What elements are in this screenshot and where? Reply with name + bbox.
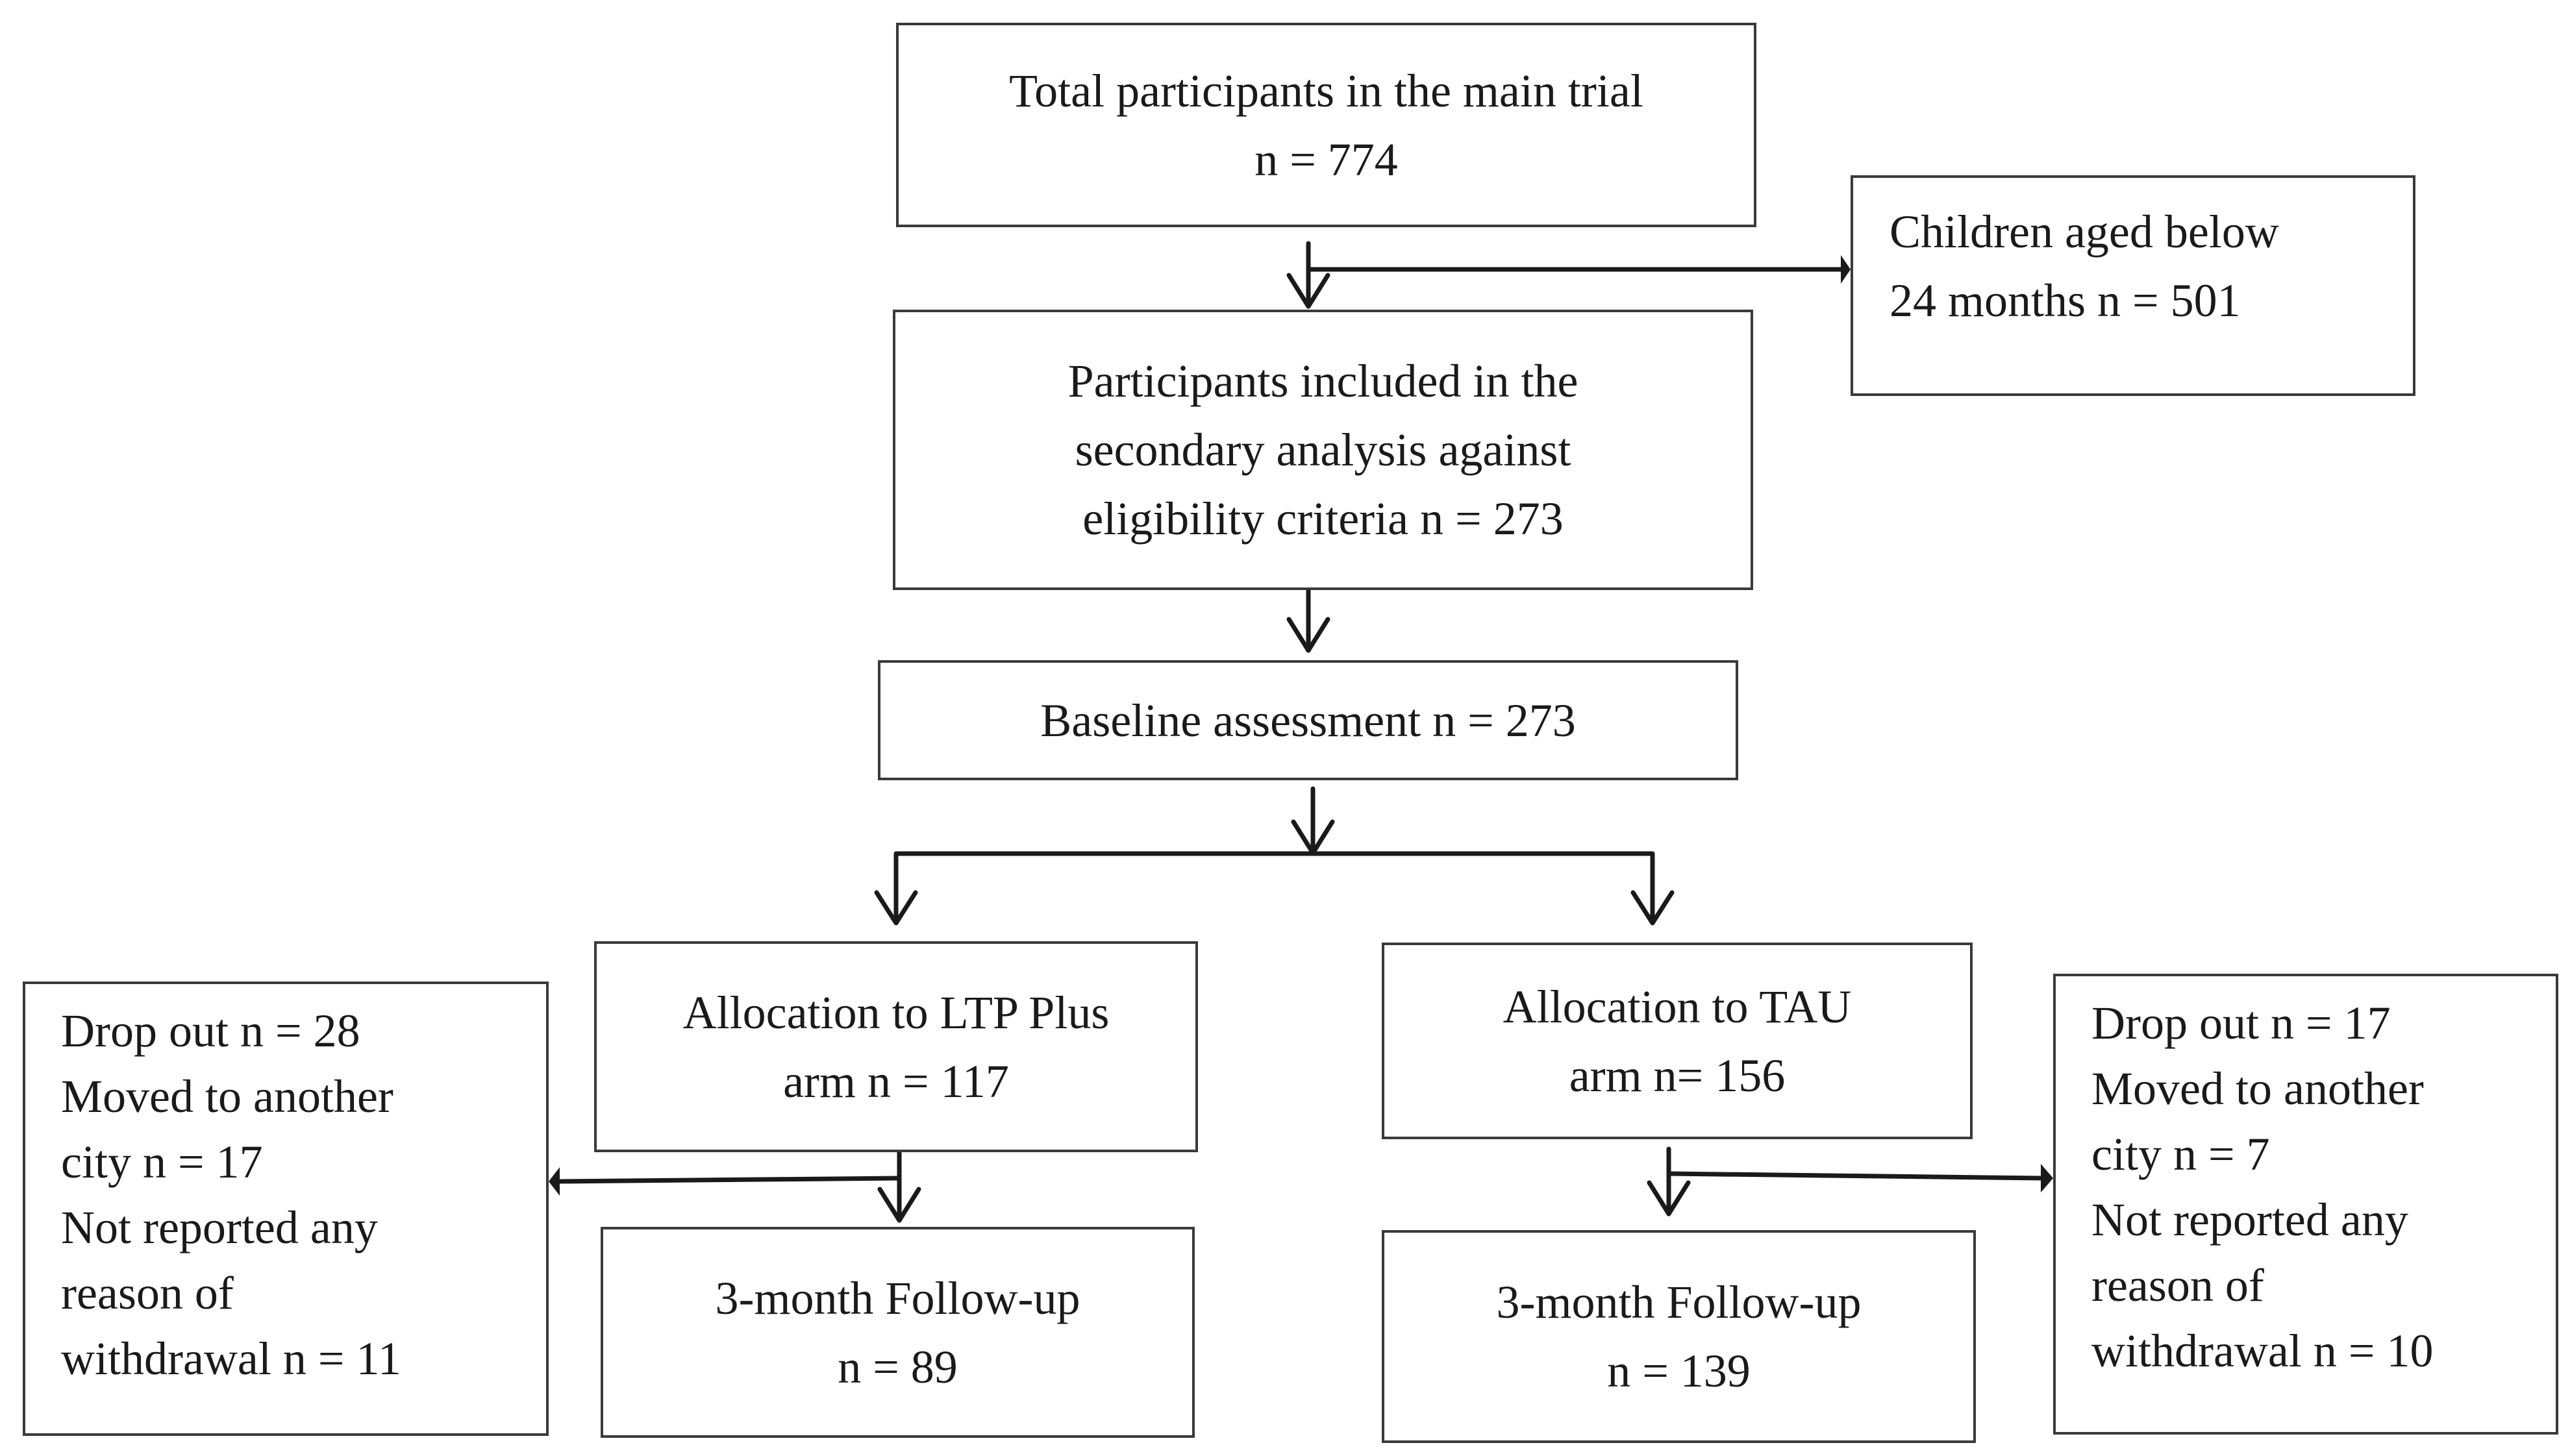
total-participants-line-1: Total participants in the main trial <box>1009 64 1643 117</box>
arrowhead-tau <box>1630 890 1675 926</box>
arrowhead-tau-dropout <box>2041 1164 2053 1192</box>
tau-dropout-line-6: withdrawal n = 10 <box>2091 1325 2434 1377</box>
tau-dropout-line-1: Drop out n = 17 <box>2091 997 2391 1049</box>
included-participants-line-3: eligibility criteria n = 273 <box>1082 493 1564 545</box>
included-participants-box: Participants included in the secondary a… <box>893 310 1753 590</box>
excluded-children-line-2: 24 months n = 501 <box>1890 275 2241 327</box>
tau-allocation-line-1: Allocation to TAU <box>1503 980 1852 1033</box>
ltp-plus-dropout-line-1: Drop out n = 28 <box>61 1005 360 1057</box>
arrowhead-ltp <box>874 890 918 926</box>
ltp-plus-dropout-line-5: reason of <box>61 1267 234 1319</box>
connector-split-horizontal <box>893 851 1655 921</box>
included-participants-line-1: Participants included in the <box>1067 355 1578 407</box>
ltp-plus-dropout-line-2: Moved to another <box>61 1070 393 1122</box>
ltp-plus-allocation-line-1: Allocation to LTP Plus <box>682 986 1110 1039</box>
baseline-assessment-line-1: Baseline assessment n = 273 <box>1040 694 1576 747</box>
arrowhead-ltp-followup <box>877 1187 921 1223</box>
tau-allocation-line-2: arm n= 156 <box>1569 1049 1786 1102</box>
total-participants-box: Total participants in the main trial n =… <box>896 23 1756 227</box>
total-participants-line-2: n = 774 <box>1254 133 1398 186</box>
ltp-plus-allocation-box: Allocation to LTP Plus arm n = 117 <box>594 941 1198 1152</box>
connector-to-ltp-dropout <box>556 1176 902 1184</box>
tau-allocation-box: Allocation to TAU arm n= 156 <box>1382 943 1973 1139</box>
ltp-plus-allocation-line-2: arm n = 117 <box>783 1055 1009 1107</box>
arrowhead-excluded <box>1841 255 1851 284</box>
arrowhead-ltp-dropout <box>549 1167 560 1196</box>
ltp-plus-dropout-line-6: withdrawal n = 11 <box>61 1333 401 1385</box>
tau-followup-box: 3-month Follow-up n = 139 <box>1382 1230 1976 1443</box>
ltp-plus-followup-box: 3-month Follow-up n = 89 <box>601 1227 1195 1438</box>
connector-to-tau-dropout <box>1666 1171 2045 1181</box>
excluded-children-box: Children aged below 24 months n = 501 <box>1851 175 2415 396</box>
arrowhead-included <box>1286 273 1330 309</box>
ltp-plus-dropout-line-3: city n = 17 <box>61 1136 263 1188</box>
arrowhead-baseline <box>1286 617 1330 653</box>
baseline-assessment-box: Baseline assessment n = 273 <box>878 660 1738 780</box>
tau-dropout-box: Drop out n = 17 Moved to another city n … <box>2053 974 2558 1435</box>
tau-followup-line-1: 3-month Follow-up <box>1496 1276 1862 1328</box>
included-participants-line-2: secondary analysis against <box>1075 424 1571 476</box>
tau-dropout-line-2: Moved to another <box>2091 1063 2424 1115</box>
arrowhead-tau-followup <box>1647 1180 1691 1216</box>
ltp-plus-followup-line-2: n = 89 <box>838 1340 958 1393</box>
tau-followup-line-2: n = 139 <box>1607 1345 1751 1397</box>
excluded-children-line-1: Children aged below <box>1890 206 2279 258</box>
ltp-plus-dropout-line-4: Not reported any <box>61 1202 378 1253</box>
tau-dropout-line-4: Not reported any <box>2091 1194 2408 1246</box>
ltp-plus-followup-line-1: 3-month Follow-up <box>715 1272 1080 1324</box>
tau-dropout-line-3: city n = 7 <box>2091 1128 2270 1180</box>
ltp-plus-dropout-box: Drop out n = 28 Moved to another city n … <box>23 981 549 1436</box>
tau-dropout-line-5: reason of <box>2091 1259 2264 1311</box>
